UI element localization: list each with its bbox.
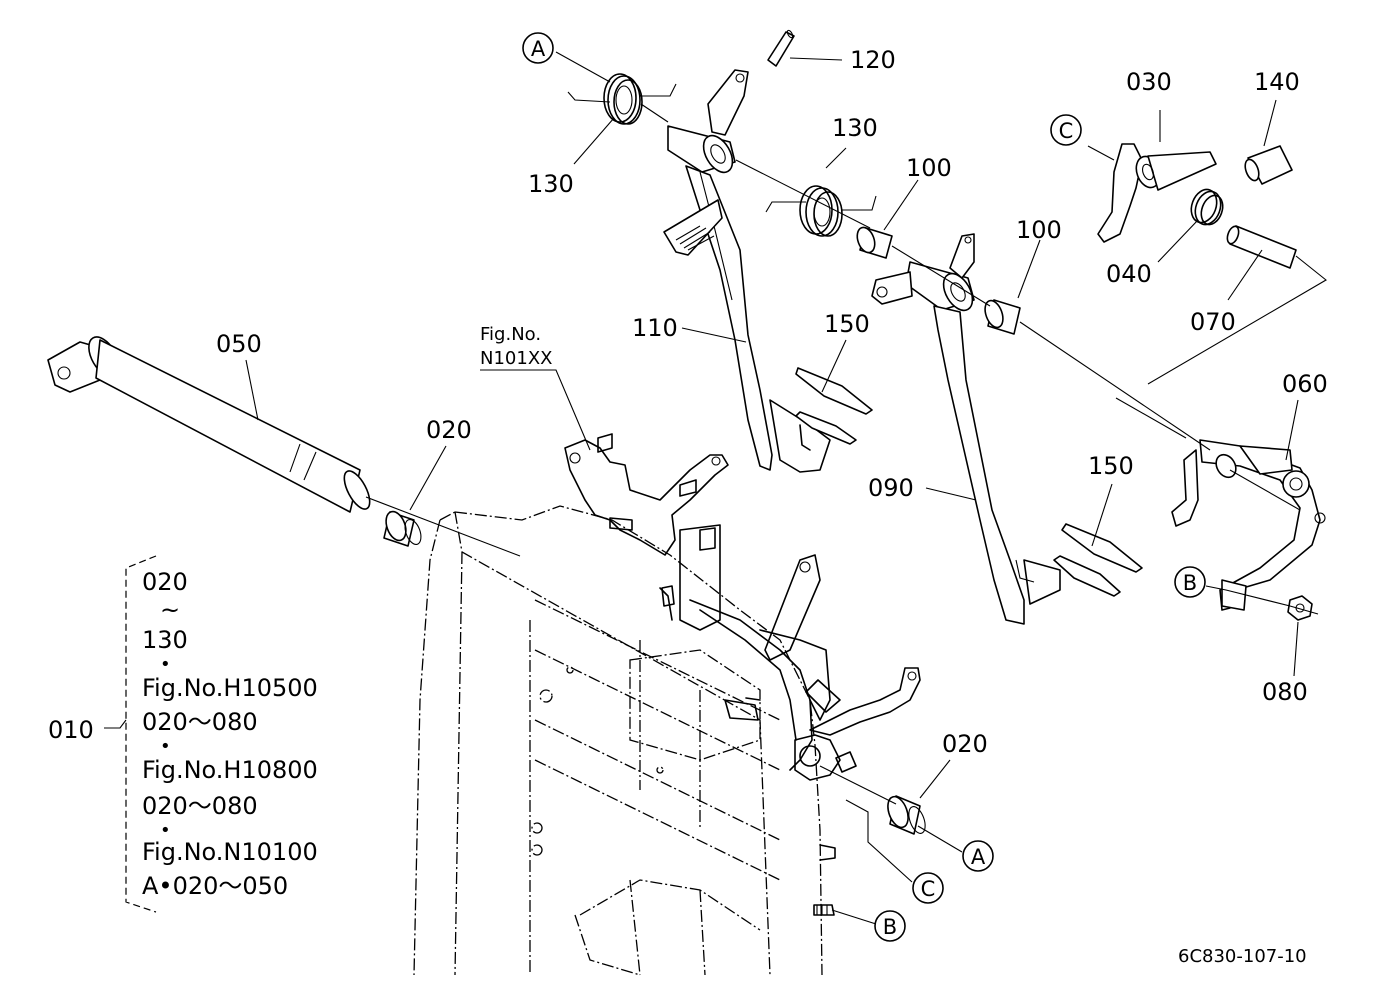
bracket-060 — [1171, 439, 1326, 611]
pedal-arm-110 — [663, 69, 831, 473]
label-100-center: 100 — [906, 154, 952, 182]
label-020-right: 020 — [942, 730, 988, 758]
legend-line-2: ~ — [160, 596, 180, 624]
callout-b-bottom: B — [874, 910, 906, 942]
label-030: 030 — [1126, 68, 1172, 96]
arm-030 — [1097, 143, 1217, 243]
callout-b-bottom-label: B — [883, 915, 897, 939]
label-130-center: 130 — [832, 114, 878, 142]
fig-ref-line1: Fig.No. — [480, 324, 541, 345]
collar-100-right — [984, 299, 1021, 335]
torsion-spring-130-left — [567, 73, 677, 125]
leader-lines — [245, 51, 1327, 925]
label-090: 090 — [868, 474, 914, 502]
pin-120 — [767, 29, 795, 67]
label-110: 110 — [632, 314, 678, 342]
figure-reference: Fig.No. N101XX — [480, 324, 552, 369]
callout-b-right-label: B — [1183, 571, 1197, 595]
label-020-left: 020 — [426, 416, 472, 444]
spring-040 — [1190, 188, 1224, 226]
part-labels: 120 130 130 100 100 030 140 040 070 110 … — [216, 46, 1328, 758]
legend-line-3: 130 — [142, 626, 188, 654]
label-150-rear: 150 — [1088, 452, 1134, 480]
callout-a-top-label: A — [531, 37, 546, 61]
callout-c-bottom-label: C — [921, 877, 936, 901]
legend-line-4: Fig.No.H10500 — [142, 674, 318, 702]
legend-line-6: Fig.No.H10800 — [142, 756, 318, 784]
fig-ref-line2: N101XX — [480, 348, 552, 369]
legend-line-9: A•020～050 — [142, 872, 288, 900]
collar-100-center — [856, 226, 893, 259]
chassis-frame — [413, 505, 823, 976]
legend-line-5: 020～080 — [142, 708, 258, 736]
linkage-assembly — [659, 524, 921, 916]
legend-dot-3: • — [160, 820, 171, 841]
callout-a-bottom-label: A — [971, 845, 986, 869]
drawing-code: 6C830-107-10 — [1178, 946, 1307, 967]
callout-a-top: A — [522, 32, 554, 64]
assembly-legend: 010 020 ~ 130 • Fig.No.H10500 020～080 • … — [48, 555, 318, 913]
label-010: 010 — [48, 716, 94, 744]
sleeve-070 — [1226, 225, 1297, 269]
bushing-020-left — [383, 510, 422, 547]
label-050: 050 — [216, 330, 262, 358]
label-040: 040 — [1106, 260, 1152, 288]
callout-c-bottom: C — [912, 872, 944, 904]
label-100-right: 100 — [1016, 216, 1062, 244]
callout-a-bottom: A — [962, 840, 994, 872]
label-140: 140 — [1254, 68, 1300, 96]
callout-c-top-label: C — [1059, 119, 1074, 143]
legend-dot-1: • — [160, 654, 171, 675]
pedal-pad-150-front — [795, 367, 873, 445]
label-120: 120 — [850, 46, 896, 74]
bushing-020-right — [887, 795, 926, 835]
label-130-left: 130 — [528, 170, 574, 198]
callout-c-top: C — [1050, 114, 1082, 146]
cap-140 — [1244, 145, 1293, 185]
legend-line-7: 020～080 — [142, 792, 258, 820]
pedal-arm-090 — [871, 233, 1061, 625]
label-060: 060 — [1282, 370, 1328, 398]
label-150-front: 150 — [824, 310, 870, 338]
pivot-bracket — [564, 433, 729, 556]
legend-dot-2: • — [160, 736, 171, 757]
pedal-shaft-050 — [47, 336, 521, 557]
callout-b-right: B — [1174, 566, 1206, 598]
label-070: 070 — [1190, 308, 1236, 336]
legend-line-1: 020 — [142, 568, 188, 596]
nut-080 — [1287, 595, 1313, 621]
legend-line-8: Fig.No.N10100 — [142, 838, 318, 866]
pedal-pad-150-rear — [1053, 523, 1143, 597]
label-080: 080 — [1262, 678, 1308, 706]
